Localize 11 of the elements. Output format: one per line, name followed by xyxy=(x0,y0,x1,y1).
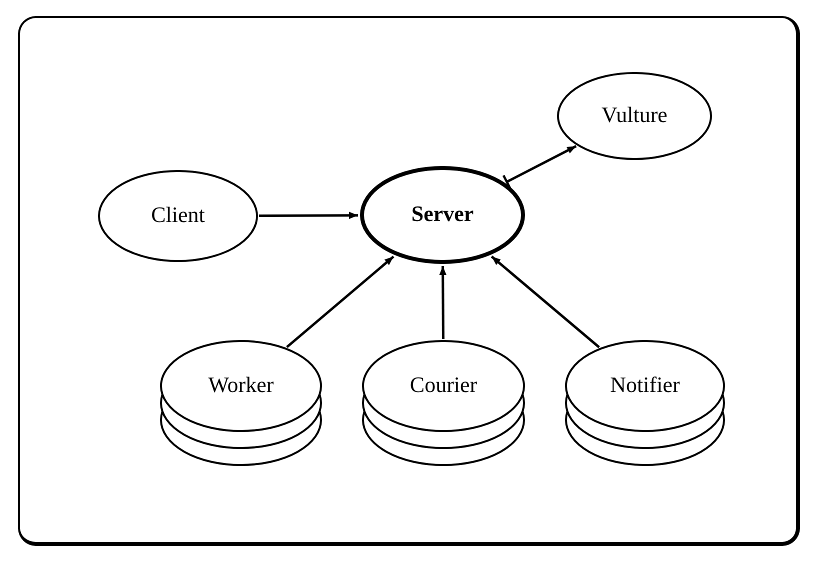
node-label: Notifier xyxy=(610,372,680,398)
arrow xyxy=(490,256,600,348)
node-label: Vulture xyxy=(602,102,668,128)
arrow xyxy=(259,212,358,219)
node-label: Courier xyxy=(410,372,478,398)
arrow xyxy=(439,266,446,339)
node-label: Server xyxy=(411,201,474,227)
node-label: Worker xyxy=(208,372,274,398)
arrow xyxy=(502,144,577,189)
node-label: Client xyxy=(151,202,205,228)
arrow xyxy=(286,256,394,348)
